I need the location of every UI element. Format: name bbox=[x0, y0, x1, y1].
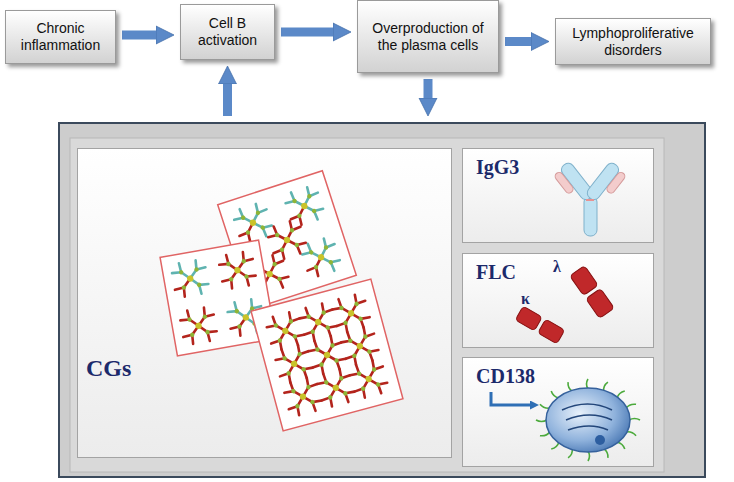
box-label: Overproduction of the plasma cells bbox=[366, 20, 490, 54]
panel-fill bbox=[77, 148, 452, 458]
panel-fill bbox=[462, 148, 654, 243]
panel-fill bbox=[462, 253, 654, 348]
process-box: Lymphoproliferative disorders bbox=[555, 18, 711, 65]
panel-ground bbox=[58, 122, 706, 478]
chain-label: λ bbox=[553, 258, 561, 276]
flow-arrow bbox=[122, 31, 156, 40]
chain-label: κ bbox=[521, 290, 530, 308]
panel-heading: CGs bbox=[86, 355, 131, 381]
cgs-panel: CGs bbox=[77, 148, 452, 458]
panel-heading: FLC bbox=[476, 261, 516, 283]
flow-arrow bbox=[505, 37, 531, 46]
flow-arrow bbox=[281, 28, 333, 37]
process-box: Chronic inflammation bbox=[5, 10, 116, 64]
panel-heading: CD138 bbox=[476, 365, 535, 387]
plasma-cell-icon bbox=[491, 379, 640, 461]
process-box: Cell B activation bbox=[180, 4, 275, 60]
marker-panel-item: FLC λ κ bbox=[462, 253, 654, 348]
panel-fill bbox=[462, 357, 654, 467]
flow-arrow bbox=[223, 84, 232, 116]
inner-ground bbox=[70, 138, 664, 472]
marker-panel-item: CD138 bbox=[462, 357, 654, 467]
marker-panel-item: IgG3 bbox=[462, 148, 654, 243]
dendrimer-squares bbox=[160, 171, 403, 431]
process-box: Overproduction of the plasma cells bbox=[357, 0, 499, 73]
marker-panel: CGs IgG3FLC λ κCD138 bbox=[58, 122, 706, 478]
flow-arrow bbox=[424, 79, 433, 98]
antibody-icon bbox=[552, 161, 627, 236]
box-label: Chronic inflammation bbox=[14, 20, 107, 54]
box-label: Cell B activation bbox=[189, 15, 266, 49]
panel-heading: IgG3 bbox=[476, 156, 519, 178]
box-label: Lymphoproliferative disorders bbox=[564, 25, 702, 59]
light-chain-icon bbox=[515, 266, 614, 344]
